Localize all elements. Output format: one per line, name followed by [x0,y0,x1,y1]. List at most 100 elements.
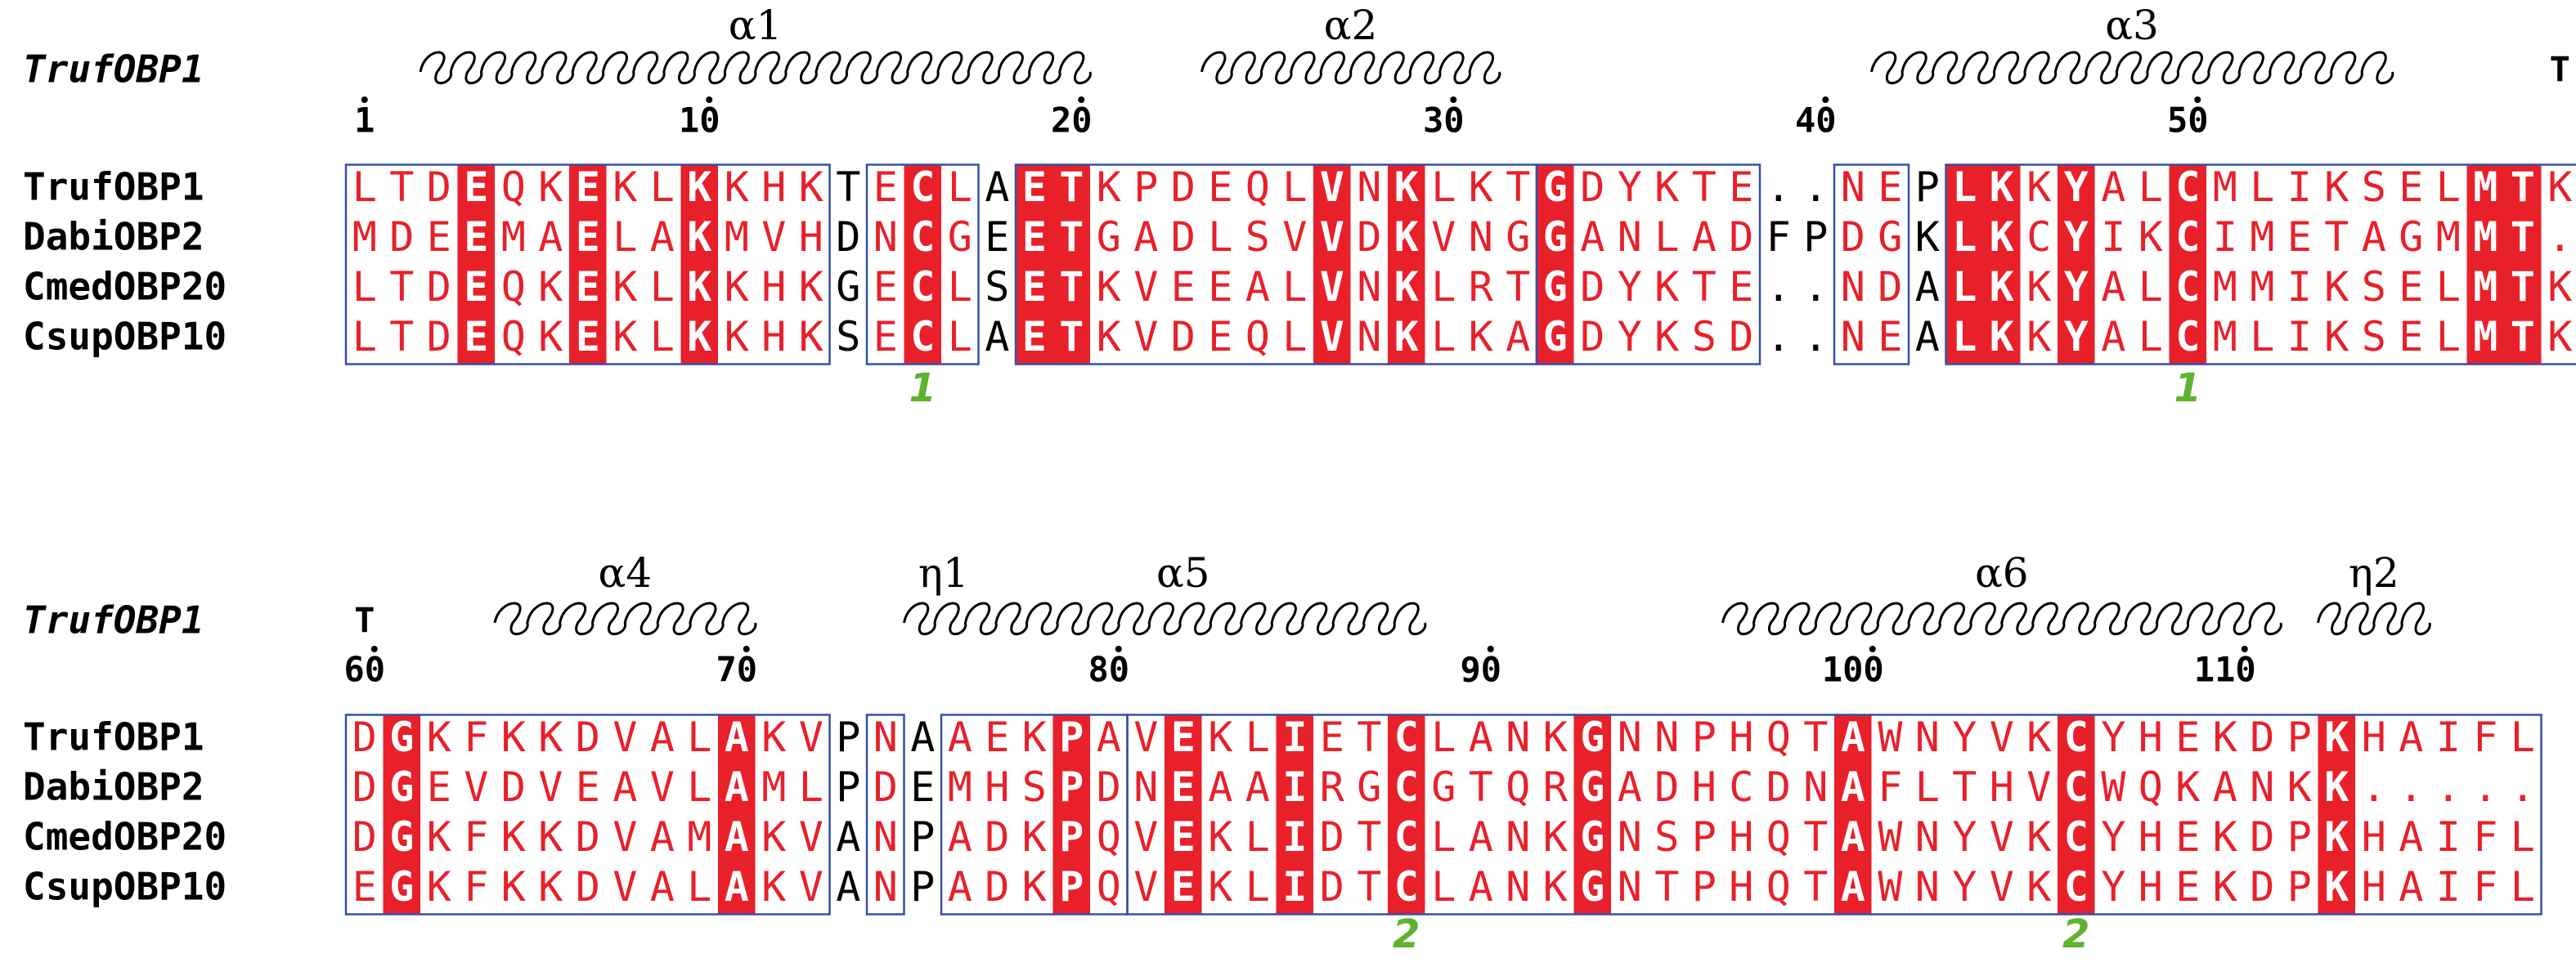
position-dot [1822,96,1829,103]
identical-column [1388,164,1425,365]
identical-column [457,164,495,365]
position-number: 40 [1795,101,1837,141]
identical-column [1052,714,1090,915]
helix-label: α3 [2105,2,2159,49]
disulfide-marker: 2 [1393,911,1420,957]
helix-icon [903,602,1427,636]
identical-column [1945,164,1983,365]
position-number: 50 [2167,101,2209,141]
helix-icon [2317,602,2431,636]
sequence-name: TrufOBP1 [23,715,204,759]
identical-column [1276,714,1313,915]
identical-column [1016,164,1053,365]
position-dot [1450,96,1457,103]
position-dot [370,646,378,652]
similarity-box [1945,163,2576,365]
position-number: 110 [2194,650,2256,690]
sequence-name: DabiOBP2 [23,765,204,809]
helix-label: α2 [1324,2,1378,49]
identical-column [2169,164,2206,365]
sequence-name: TrufOBP1 [23,165,204,209]
identical-column [1313,164,1351,365]
identical-column [1388,714,1425,915]
position-dot [706,96,713,103]
identical-column [2058,164,2095,365]
position-dot [1078,96,1085,103]
position-dot [2194,96,2201,103]
helix-icon [493,602,757,636]
similarity-box [344,163,831,365]
identical-column [904,164,941,365]
helix-icon [1200,51,1501,85]
sequence-name: CsupOBP10 [23,865,227,909]
similarity-box [1014,163,1538,365]
identical-column [1537,164,1574,365]
identical-column [1052,164,1090,365]
identical-column [680,164,718,365]
identical-column [1983,164,2021,365]
turn-label: T [354,601,375,641]
position-dot [1869,646,1876,652]
helix-label: α5 [1156,549,1210,597]
identical-column [2058,714,2095,915]
disulfide-marker: 1 [2174,365,2201,411]
turn-label: T [2550,50,2570,90]
similarity-box [1833,163,1910,365]
secondary-structure-label: TrufOBP1 [23,598,204,642]
position-number: 30 [1423,101,1465,141]
identical-column [383,714,420,915]
helix-icon [1870,51,2394,85]
identical-column [569,164,607,365]
helix-label: α4 [598,549,652,597]
similarity-box [1126,714,2542,916]
identical-column [2504,164,2542,365]
helix-label: α6 [1975,549,2029,597]
identical-column [718,714,756,915]
position-number: 80 [1088,650,1129,690]
position-dot [1487,646,1494,652]
position-number: 60 [343,650,385,690]
helix-icon [419,51,1092,85]
position-dot [361,96,368,103]
similarity-box [865,163,980,365]
similarity-box [865,714,905,916]
sequence-name: CsupOBP10 [23,315,227,359]
similarity-box [344,714,831,916]
position-dot [1115,646,1122,652]
position-number: 10 [679,101,720,141]
helix-icon [1721,602,2282,636]
position-number: 100 [1822,650,1884,690]
disulfide-marker: 2 [2062,911,2089,957]
identical-column [1165,714,1202,915]
sequence-name: DabiOBP2 [23,215,204,259]
sequence-name: CmedOBP20 [23,815,227,859]
similarity-box [1535,163,1761,365]
helix-label: η1 [918,549,969,597]
identical-column [2318,714,2355,915]
helix-label: α1 [729,2,783,49]
disulfide-marker: 1 [909,365,936,411]
position-dot [2241,646,2248,652]
helix-label: η2 [2349,549,2399,597]
position-number: 70 [716,650,757,690]
identical-column [1573,714,1611,915]
identical-column [2466,164,2504,365]
secondary-structure-label: TrufOBP1 [23,47,204,92]
position-number: 20 [1051,101,1093,141]
position-number: 90 [1460,650,1501,690]
position-dot [743,646,750,652]
sequence-name: CmedOBP20 [23,265,227,309]
position-number: 1 [354,101,375,141]
identical-column [1834,714,1872,915]
